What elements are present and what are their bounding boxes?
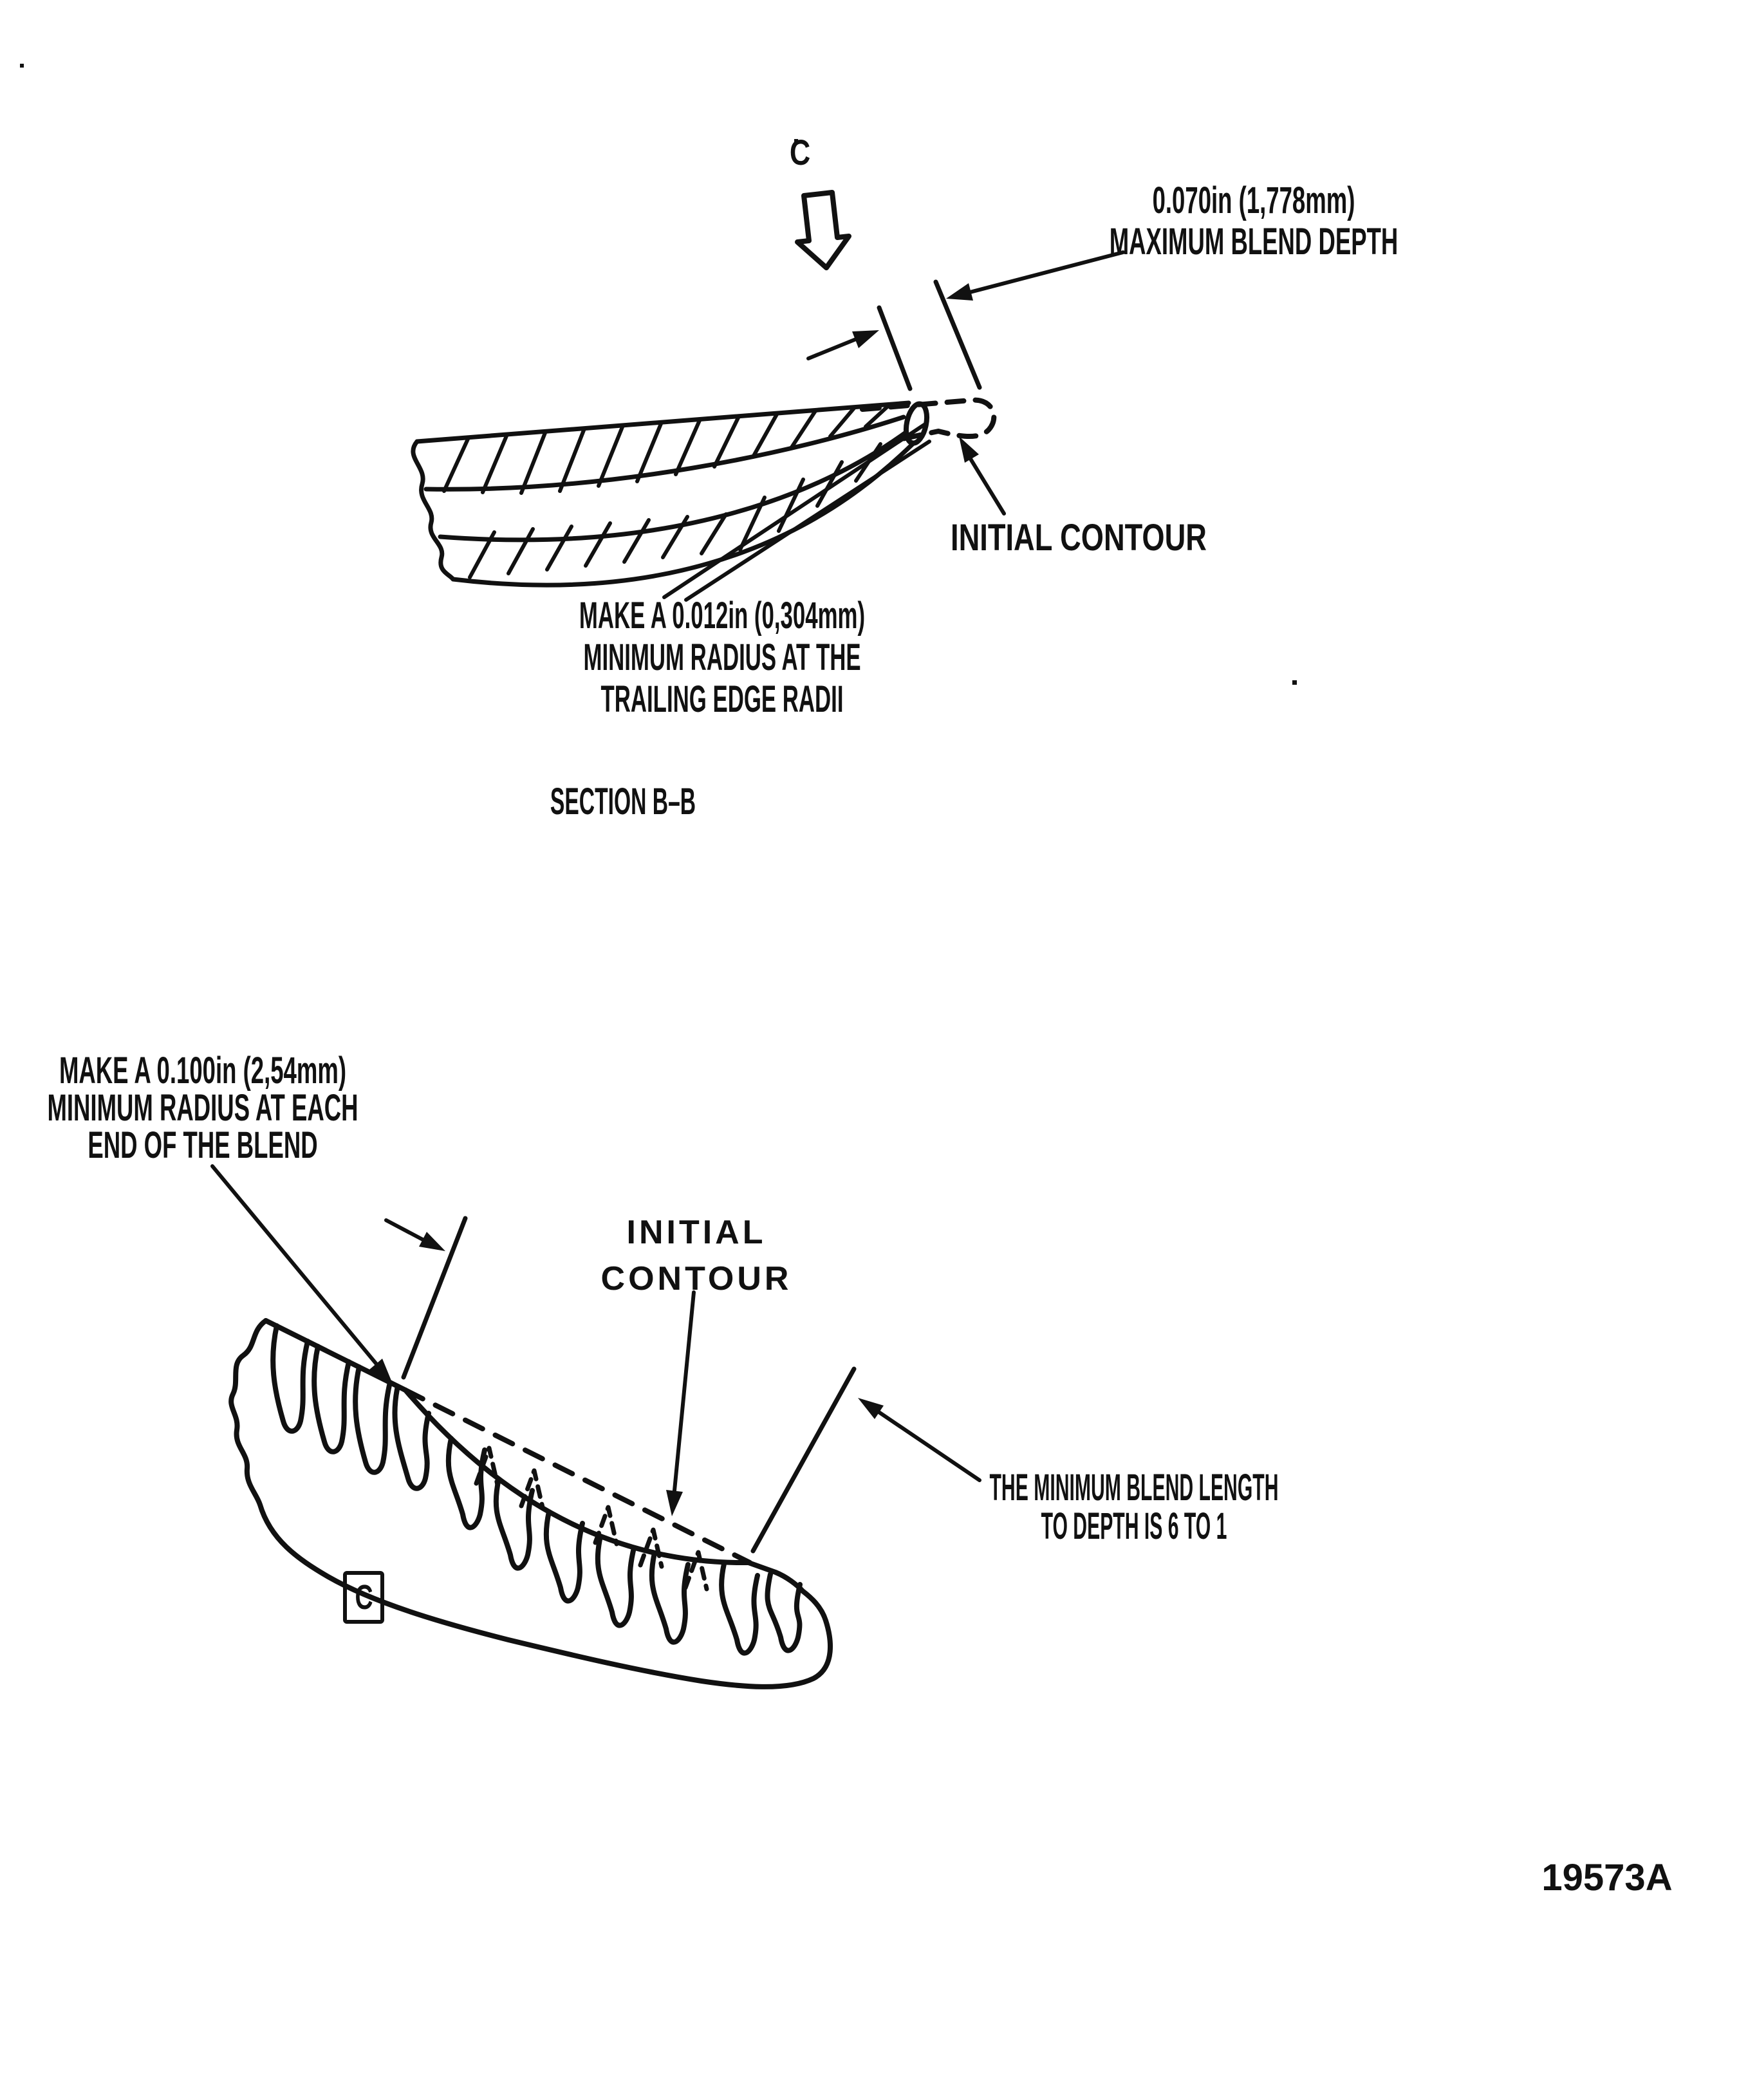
serration-base-edge [263, 1318, 408, 1393]
initial-contour-dashed [403, 1388, 752, 1565]
hatch-line [828, 405, 857, 438]
scan-artifact-dot [20, 64, 24, 68]
blend-depth-tick [877, 305, 913, 391]
dimension-arrow-line [384, 1218, 432, 1245]
arrowhead-icon [858, 1398, 884, 1419]
hatch-line [519, 429, 548, 495]
trailing-edge-radius-callout: MAKE A 0.012in (0,304mm) MINIMUM RADIUS … [529, 595, 915, 720]
initial-contour-label-bottom: INITIAL CONTOUR [600, 1214, 792, 1297]
arrowhead-icon [419, 1232, 445, 1251]
blade-bottom-surface [451, 441, 915, 588]
leader-line [872, 1407, 981, 1482]
hatch-line [661, 515, 689, 559]
leader-line [963, 449, 1006, 516]
blend-end-radius-callout: MAKE A 0.100in (2,54mm) MINIMUM RADIUS A… [0, 1052, 405, 1164]
hatch-line [674, 417, 702, 476]
arrowhead-icon [666, 1490, 683, 1516]
section-bb-diagram [411, 190, 1125, 602]
serration-tooth [543, 1509, 585, 1604]
blend-end-tick [750, 1366, 857, 1554]
blade-upper-inner-line [423, 414, 906, 492]
view-c-diagram [210, 1164, 981, 1689]
removed-tooth-tip [638, 1527, 664, 1569]
blade-edge-outline [228, 1318, 833, 1689]
arrowhead-icon [946, 283, 973, 301]
hatch-line [468, 530, 496, 579]
serration-tooth [719, 1561, 760, 1656]
serration-tooth [353, 1364, 393, 1475]
blade-break-edge [411, 439, 456, 582]
removed-serration-tips [474, 1445, 709, 1592]
leader-line [662, 423, 926, 599]
hatch-line [507, 527, 535, 575]
hatching-upper-band [442, 403, 891, 495]
view-direction-arrow-icon [795, 190, 851, 270]
blend-ratio-callout: THE MINIMUM BLEND LENGTH TO DEPTH IS 6 T… [989, 1467, 1279, 1547]
hatch-line [738, 496, 767, 552]
serration-tooth [270, 1323, 310, 1434]
serration-tooth [649, 1550, 691, 1645]
arrowhead-icon [959, 436, 979, 463]
hatch-line [700, 512, 728, 555]
blend-depth-value: 0.070in (1,778mm) [1152, 180, 1355, 221]
blend-contour-arc [403, 1388, 751, 1566]
hatch-line [777, 478, 805, 533]
hatch-line [584, 521, 612, 568]
serration-tooth [392, 1384, 431, 1491]
arrowhead-icon [852, 330, 879, 348]
serration-tooth [595, 1534, 637, 1628]
hatch-line [597, 423, 625, 488]
hatch-line [442, 436, 470, 493]
hatch-line [558, 427, 586, 493]
hatch-line [481, 432, 509, 494]
leader-line [956, 250, 1125, 297]
section-label: SECTION B–B [550, 781, 696, 822]
hatch-line [751, 411, 779, 459]
detail-box-letter: C [354, 1578, 373, 1617]
hatch-line [545, 525, 573, 571]
removed-tooth-tip [519, 1468, 545, 1510]
serration-tooth [311, 1344, 351, 1454]
scan-artifact-dot [794, 139, 798, 143]
initial-contour-dashed [860, 397, 997, 443]
detail-view-box: C [343, 1571, 384, 1624]
radius-value: MAKE A 0.100in (2,54mm) [59, 1050, 347, 1092]
blend-depth-caption: MAXIMUM BLEND DEPTH [1109, 221, 1399, 263]
hatch-line [864, 403, 891, 429]
hatch-line [790, 408, 818, 449]
removed-tooth-tip [474, 1445, 500, 1487]
hatching-lower-band [468, 442, 882, 579]
hatch-line [712, 414, 741, 469]
hatch-line [622, 518, 651, 564]
leader-line [210, 1164, 383, 1371]
hatch-line [815, 460, 844, 508]
blend-depth-callout: 0.070in (1,778mm) MAXIMUM BLEND DEPTH [1051, 180, 1456, 263]
figure-number: 19573A [1541, 1857, 1673, 1899]
serration-teeth [270, 1323, 803, 1656]
initial-contour-label-top: INITIAL CONTOUR [951, 517, 1207, 559]
scan-artifact-dot [1292, 680, 1297, 685]
arrowhead-icon [369, 1359, 393, 1384]
view-c-letter: C [789, 132, 811, 172]
removed-tooth-tip [683, 1550, 709, 1592]
blade-lower-inner-line [438, 429, 910, 543]
leader-line [672, 1290, 696, 1499]
serration-tooth [445, 1436, 487, 1530]
blend-end-tick [401, 1216, 468, 1380]
leader-line [684, 440, 931, 602]
view-direction-label: C [543, 131, 1057, 173]
serration-tooth [765, 1572, 803, 1653]
hatch-line [635, 420, 664, 483]
serration-tooth [493, 1476, 535, 1571]
radius-value: MAKE A 0.012in (0,304mm) [579, 595, 866, 637]
removed-tooth-tip [593, 1505, 619, 1547]
blend-depth-tick [933, 279, 982, 390]
